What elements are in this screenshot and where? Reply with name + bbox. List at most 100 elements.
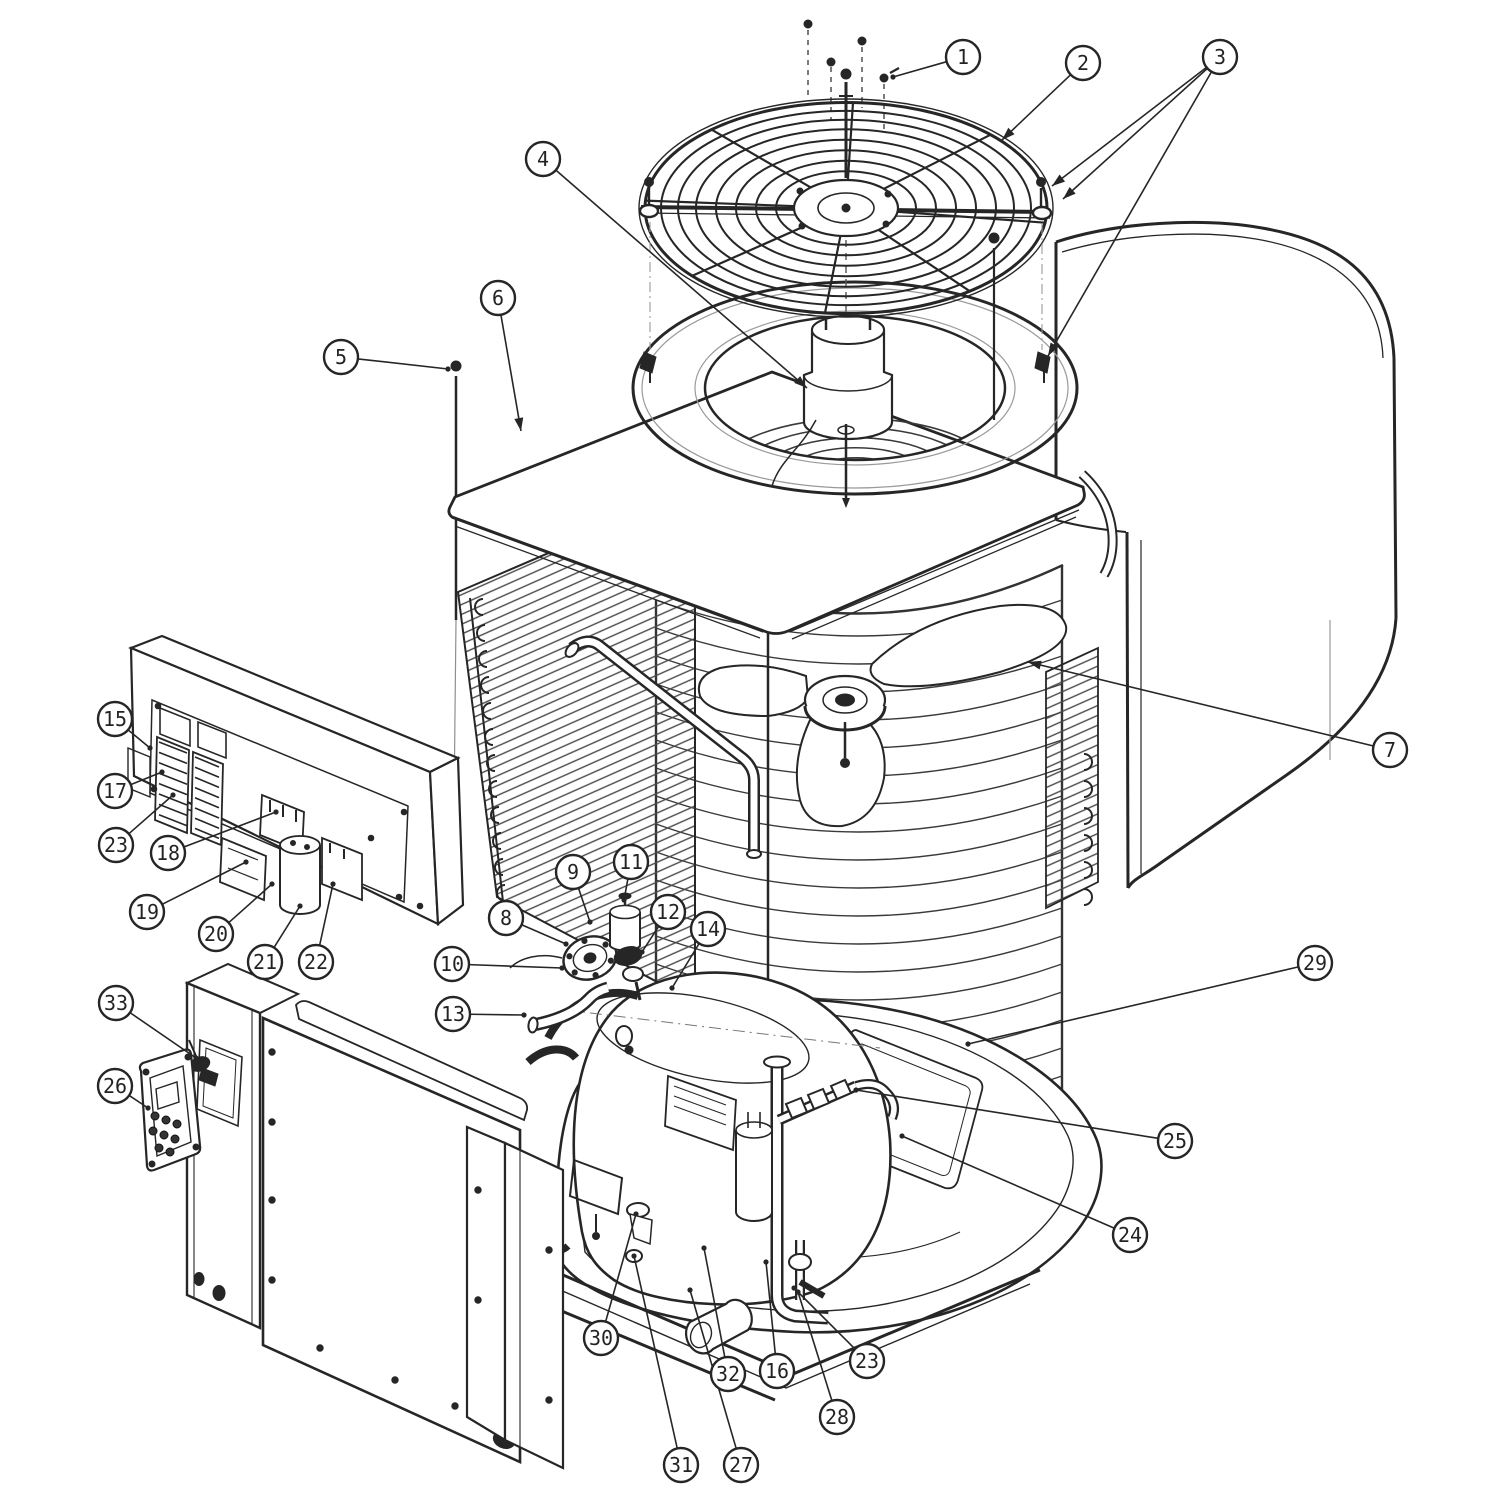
callout-balloon[interactable] <box>554 853 592 891</box>
callout-7[interactable]: 7 <box>1027 660 1409 769</box>
callout-25[interactable]: 25 <box>853 1087 1194 1160</box>
callout-33[interactable]: 33 <box>97 984 199 1061</box>
callout-3[interactable]: 3 <box>1047 38 1239 357</box>
callout-20[interactable]: 20 <box>197 881 275 953</box>
callout-balloon[interactable] <box>582 1319 620 1357</box>
callout-16[interactable]: 16 <box>758 1259 796 1390</box>
callout-balloon[interactable] <box>848 1342 886 1380</box>
callout-22[interactable]: 22 <box>297 881 336 981</box>
callout-23[interactable]: 23 <box>791 1285 886 1380</box>
callout-balloon[interactable] <box>818 1398 856 1436</box>
callout-19[interactable]: 19 <box>128 859 249 931</box>
callout-21[interactable]: 21 <box>246 903 303 981</box>
callout-balloon[interactable] <box>524 140 562 178</box>
callout-balloon[interactable] <box>662 1446 700 1484</box>
callout-balloon[interactable] <box>758 1352 796 1390</box>
callout-balloon[interactable] <box>487 899 525 937</box>
callout-balloon[interactable] <box>1111 1216 1149 1254</box>
callout-balloon[interactable] <box>297 943 335 981</box>
callout-balloon[interactable] <box>479 279 517 317</box>
callout-balloon[interactable] <box>944 38 982 76</box>
callout-balloon[interactable] <box>649 893 687 931</box>
flange <box>562 935 618 981</box>
leader-line <box>129 1011 197 1059</box>
leader-line <box>855 1089 1159 1140</box>
leader-line <box>633 1255 679 1449</box>
callout-1[interactable]: 1 <box>890 38 982 80</box>
keypad-button[interactable] <box>165 1147 175 1157</box>
leader-endpoint <box>669 985 675 991</box>
callout-2[interactable]: 2 <box>1001 44 1102 141</box>
keypad-button[interactable] <box>154 1143 164 1153</box>
leader-endpoint <box>170 792 176 798</box>
leader-endpoint <box>193 1055 199 1061</box>
callout-balloon[interactable] <box>722 1446 760 1484</box>
callout-number: 14 <box>696 917 720 941</box>
callout-23[interactable]: 23 <box>97 792 176 864</box>
callout-17[interactable]: 17 <box>96 769 165 810</box>
callout-balloon[interactable] <box>97 826 135 864</box>
callout-balloon[interactable] <box>149 834 187 872</box>
callout-balloon[interactable] <box>246 943 284 981</box>
keypad-display <box>155 1081 180 1110</box>
callout-12[interactable]: 12 <box>639 893 687 955</box>
control-keypad[interactable] <box>138 1048 202 1172</box>
callout-28[interactable]: 28 <box>795 1289 856 1436</box>
leader-line <box>318 883 334 946</box>
keypad-buttons[interactable] <box>148 1111 182 1157</box>
leader-line <box>967 966 1299 1045</box>
leader-line <box>183 811 277 848</box>
keypad-button[interactable] <box>150 1111 160 1121</box>
callout-number: 21 <box>253 950 277 974</box>
callout-balloon[interactable] <box>128 893 166 931</box>
leader-endpoint <box>269 881 275 887</box>
callout-number: 3 <box>1214 45 1226 69</box>
leader-line <box>703 1247 726 1358</box>
callout-balloon[interactable] <box>96 772 134 810</box>
keypad-button[interactable] <box>148 1126 158 1136</box>
callout-balloon[interactable] <box>96 1067 134 1105</box>
callout-balloon[interactable] <box>197 915 235 953</box>
keypad-button[interactable] <box>172 1119 182 1129</box>
callout-26[interactable]: 26 <box>96 1067 151 1111</box>
callout-balloon[interactable] <box>96 700 134 738</box>
callout-balloon[interactable] <box>97 984 135 1022</box>
callout-balloon[interactable] <box>689 910 727 948</box>
leader-line <box>469 1013 525 1016</box>
callout-balloon[interactable] <box>433 945 471 983</box>
callout-14[interactable]: 14 <box>669 910 727 991</box>
callout-6[interactable]: 6 <box>479 279 524 432</box>
callout-11[interactable]: 11 <box>612 843 650 903</box>
callout-32[interactable]: 32 <box>701 1245 747 1393</box>
callout-balloon[interactable] <box>612 843 650 881</box>
callout-number: 9 <box>567 860 579 884</box>
leader-line <box>901 1135 1115 1229</box>
callout-5[interactable]: 5 <box>322 338 451 376</box>
callout-balloon[interactable] <box>434 995 472 1033</box>
callout-10[interactable]: 10 <box>433 945 565 983</box>
callout-29[interactable]: 29 <box>965 944 1334 1047</box>
callout-4[interactable]: 4 <box>524 140 808 389</box>
keypad-button[interactable] <box>159 1130 169 1140</box>
filter-dryer <box>609 892 641 952</box>
callout-24[interactable]: 24 <box>899 1133 1149 1254</box>
keypad-button[interactable] <box>170 1134 180 1144</box>
callout-9[interactable]: 9 <box>554 853 593 925</box>
callout-15[interactable]: 15 <box>96 700 153 751</box>
callout-13[interactable]: 13 <box>434 995 527 1033</box>
callout-30[interactable]: 30 <box>582 1211 639 1357</box>
callout-balloon[interactable] <box>1201 38 1239 76</box>
callout-balloon[interactable] <box>1296 944 1334 982</box>
callout-balloon[interactable] <box>1371 731 1409 769</box>
leader-endpoint <box>297 903 303 909</box>
callout-balloon[interactable] <box>322 338 360 376</box>
callout-balloon[interactable] <box>709 1355 747 1393</box>
callout-balloon[interactable] <box>1064 44 1102 82</box>
keypad-button[interactable] <box>161 1115 171 1125</box>
leader-endpoint <box>559 965 565 971</box>
callout-31[interactable]: 31 <box>631 1253 700 1484</box>
callout-18[interactable]: 18 <box>149 809 279 872</box>
panel-screws <box>150 702 424 910</box>
callout-balloon[interactable] <box>1156 1122 1194 1160</box>
callout-8[interactable]: 8 <box>487 899 569 947</box>
